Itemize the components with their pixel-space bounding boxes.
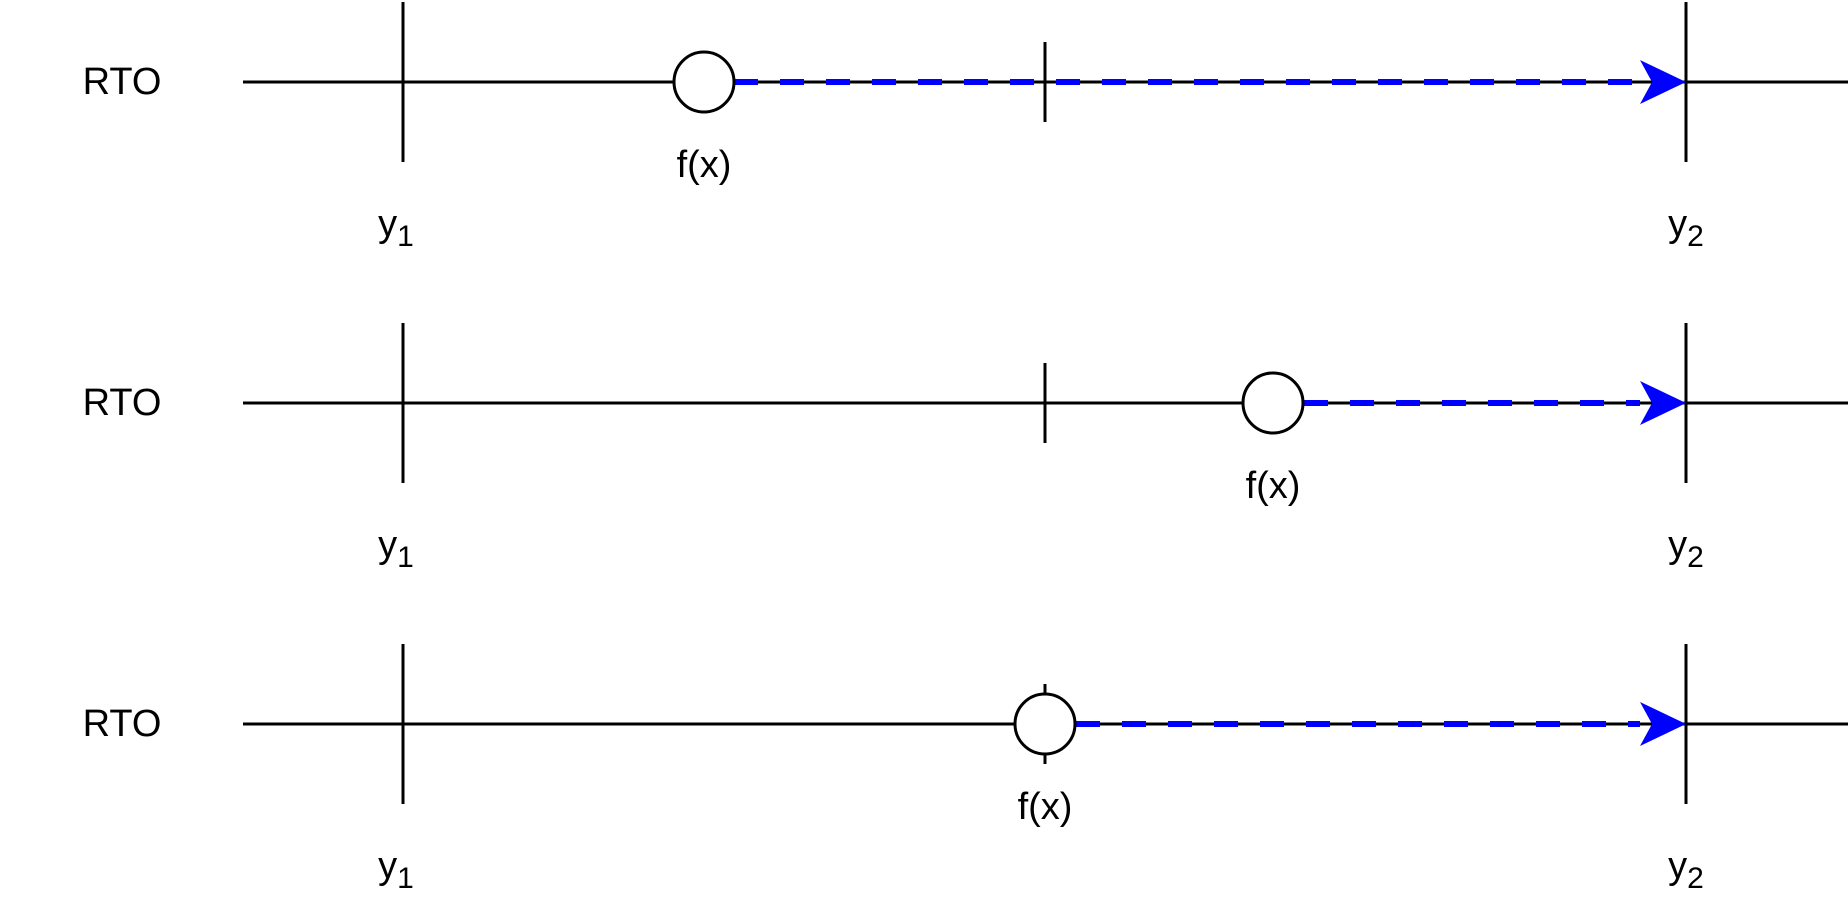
f-x-point: [1241, 371, 1305, 435]
y1-label: y1: [378, 845, 414, 895]
y1-subscript: 1: [397, 862, 414, 895]
y2-subscript: 2: [1687, 862, 1704, 895]
y1-subscript: 1: [397, 220, 414, 253]
arrowhead: [1640, 60, 1686, 104]
y2-base: y: [1668, 524, 1687, 566]
f-x-point: [672, 50, 736, 114]
y2-base: y: [1668, 845, 1687, 887]
row-2: RTO f(x) y1 y2: [83, 323, 1848, 574]
y1-base: y: [378, 524, 397, 566]
y1-base: y: [378, 203, 397, 245]
y2-subscript: 2: [1687, 220, 1704, 253]
row-3: RTO f(x) y1 y2: [83, 644, 1848, 895]
row-label: RTO: [83, 382, 162, 424]
y2-base: y: [1668, 203, 1687, 245]
y1-subscript: 1: [397, 541, 414, 574]
row-label: RTO: [83, 61, 162, 103]
arrowhead: [1640, 702, 1686, 746]
y2-label: y2: [1668, 203, 1704, 253]
y1-base: y: [378, 845, 397, 887]
f-x-label: f(x): [1246, 465, 1301, 507]
y2-label: y2: [1668, 845, 1704, 895]
f-x-label: f(x): [1018, 786, 1073, 828]
y1-label: y1: [378, 203, 414, 253]
f-x-label: f(x): [677, 144, 732, 186]
f-x-point: [1013, 692, 1077, 756]
row-1: RTO f(x) y1 y2: [83, 2, 1848, 253]
row-label: RTO: [83, 703, 162, 745]
y2-label: y2: [1668, 524, 1704, 574]
y2-subscript: 2: [1687, 541, 1704, 574]
y1-label: y1: [378, 524, 414, 574]
arrowhead: [1640, 381, 1686, 425]
